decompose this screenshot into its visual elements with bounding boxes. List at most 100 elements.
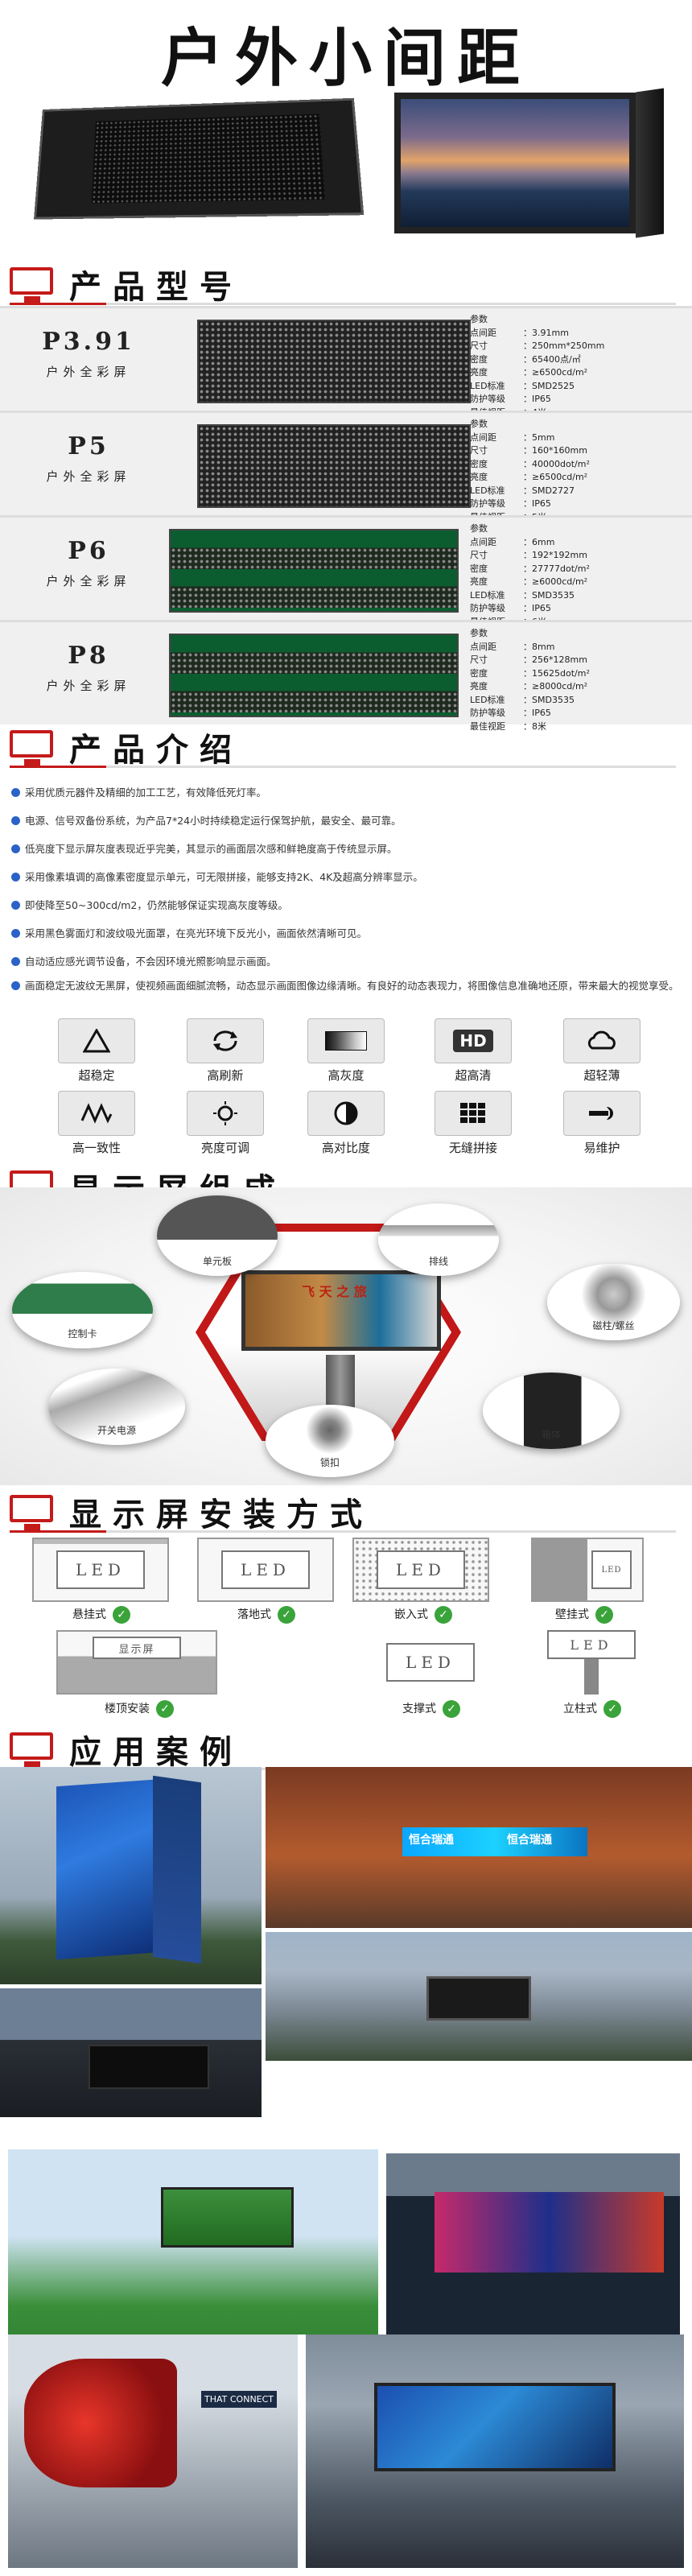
spec-list: 参数 点间距：6mm 尺寸：192*192mm 密度：27777dot/m² 亮… (470, 523, 590, 627)
model-row-p8: P8 户外全彩屏 参数 点间距：8mm 尺寸：256*128mm 密度：1562… (0, 620, 692, 732)
section-header-intro: 产品介绍 (0, 720, 692, 769)
icon-label: 超高清 (455, 1068, 492, 1083)
install-label: 立柱式✓ (563, 1700, 621, 1718)
model-row-p5: P5 户外全彩屏 参数 点间距：5mm 尺寸：160*160mm 密度：4000… (0, 411, 692, 522)
install-label: 悬挂式✓ (72, 1606, 130, 1624)
component-power-supply: 开关电源 (48, 1368, 185, 1445)
section-header-install: 显示屏安装方式 (0, 1485, 692, 1534)
model-type: 户外全彩屏 (46, 469, 131, 484)
feature-item: 采用优质元器件及精细的加工工艺，有效降低死灯率。 (11, 785, 679, 800)
monitor-icon (10, 1732, 53, 1768)
led-module-photo (34, 97, 365, 220)
feature-item: 低亮度下显示屏灰度表现近乎完美，其显示的画面层次感和鲜艳度高于传统显示屏。 (11, 841, 679, 857)
warning-triangle-icon (58, 1018, 135, 1063)
spec-list: 参数 点间距：8mm 尺寸：256*128mm 密度：15625dot/m² 亮… (470, 628, 590, 732)
check-icon: ✓ (156, 1700, 174, 1718)
model-name: P5 (68, 432, 109, 460)
grid-icon (435, 1091, 512, 1136)
icon-label: 高灰度 (327, 1068, 365, 1083)
install-embedded-image: LED (352, 1538, 489, 1602)
check-icon: ✓ (443, 1700, 460, 1718)
install-floor-image: LED (197, 1538, 334, 1602)
icon-label: 超轻薄 (583, 1068, 620, 1083)
model-row-p6: P6 户外全彩屏 参数 点间距：6mm 尺寸：192*192mm 密度：2777… (0, 515, 692, 627)
module-image (197, 424, 471, 508)
icon-label: 易维护 (583, 1141, 620, 1155)
refresh-icon (187, 1018, 264, 1063)
icon-label: 亮度可调 (200, 1141, 249, 1155)
bullet-icon (11, 929, 20, 938)
hd-icon: HD (435, 1018, 512, 1063)
brightness-icon (187, 1091, 264, 1136)
icon-label: 超稳定 (78, 1068, 115, 1083)
case-photo-building-b (266, 1932, 692, 2061)
spec-list: 参数 点间距：5mm 尺寸：160*160mm 密度：40000dot/m² 亮… (470, 419, 590, 522)
module-image (169, 529, 459, 613)
check-icon: ✓ (595, 1606, 613, 1624)
cabinet-side-panel (636, 88, 664, 238)
waveform-icon (58, 1091, 135, 1136)
model-row-p391: P3.91 户外全彩屏 参数 点间距：3.91mm 尺寸：250mm*250mm… (0, 306, 692, 418)
section-header-cases: 应用案例 (0, 1723, 692, 1771)
install-label: 楼顶安装✓ (105, 1700, 174, 1718)
feature-item: 采用黑色雾面灯和波纹吸光面罩，在亮光环境下反光小，画面依然清晰可见。 (11, 926, 679, 941)
bullet-icon (11, 981, 20, 990)
module-image (169, 634, 459, 717)
check-icon: ✓ (278, 1606, 295, 1624)
icon-label: 高一致性 (72, 1141, 121, 1155)
component-unit-board: 单元板 (157, 1195, 278, 1276)
model-type: 户外全彩屏 (46, 365, 131, 379)
feature-item: 画面稳定无波纹无黑屏，使视频画面细腻流畅，动态显示画面图像边缘清晰。有良好的动态… (11, 978, 679, 993)
wrench-icon (563, 1091, 641, 1136)
section-title: 产品介绍 (69, 731, 243, 769)
install-support-image: LED (362, 1630, 499, 1695)
page-title: 户外小间距 (160, 22, 531, 95)
install-wall-image: LED (531, 1538, 644, 1602)
grayscale-icon (307, 1018, 385, 1063)
spec-list: 参数 点间距：3.91mm 尺寸：250mm*250mm 密度：65400点/㎡… (470, 314, 605, 418)
component-magnet-screws: 磁柱/螺丝 (547, 1264, 680, 1340)
check-icon: ✓ (435, 1606, 452, 1624)
contrast-icon (307, 1091, 385, 1136)
bullet-icon (11, 873, 20, 881)
model-type: 户外全彩屏 (46, 679, 131, 693)
section-title: 产品型号 (69, 268, 243, 306)
install-label: 壁挂式✓ (555, 1606, 613, 1624)
cloud-icon (563, 1018, 641, 1063)
model-name: P3.91 (42, 328, 135, 356)
install-pole-image: LED (531, 1630, 652, 1695)
section-title: 应用案例 (69, 1733, 243, 1771)
section-title: 显示屏安装方式 (69, 1496, 373, 1534)
check-icon: ✓ (603, 1700, 621, 1718)
feature-item: 即使降至50~300cd/m2，仍然能够保证实现高灰度等级。 (11, 898, 679, 913)
case-photo-tower (0, 1767, 262, 1984)
led-cabinet-photo (394, 93, 636, 233)
icon-label: 无缝拼接 (448, 1141, 497, 1155)
billboard-image: 飞 天 之 旅 (241, 1270, 441, 1351)
bullet-icon (11, 788, 20, 797)
install-label: 嵌入式✓ (394, 1606, 452, 1624)
component-ribbon-cable: 排线 (378, 1203, 499, 1276)
monitor-icon (10, 267, 53, 303)
component-lock-buckle: 锁扣 (266, 1405, 394, 1477)
install-hanging-image: LED (32, 1538, 169, 1602)
bullet-icon (11, 816, 20, 825)
icon-label: 高刷新 (207, 1068, 244, 1083)
case-photo-building-a: 恒合瑞通 恒合瑞通 (266, 1767, 692, 1928)
feature-item: 采用像素填调的高像素密度显示单元，可无限拼接，能够支持2K、4K及超高分辨率显示… (11, 869, 679, 885)
icon-label: 高对比度 (321, 1141, 370, 1155)
install-rooftop-image: 显示屏 (56, 1630, 217, 1695)
case-photo-round-building-group: THAT CONNECT (0, 2334, 692, 2576)
monitor-icon (10, 1495, 53, 1530)
case-photo-plaza (0, 1988, 262, 2117)
install-label: 落地式✓ (237, 1606, 295, 1624)
bullet-icon (11, 844, 20, 853)
bullet-icon (11, 901, 20, 910)
component-cabinet: 箱体 (483, 1373, 620, 1449)
monitor-icon (10, 730, 53, 766)
bullet-icon (11, 957, 20, 966)
model-name: P8 (68, 642, 109, 670)
component-control-card: 控制卡 (12, 1272, 153, 1348)
check-icon: ✓ (113, 1606, 130, 1624)
install-label: 支撑式✓ (402, 1700, 460, 1718)
